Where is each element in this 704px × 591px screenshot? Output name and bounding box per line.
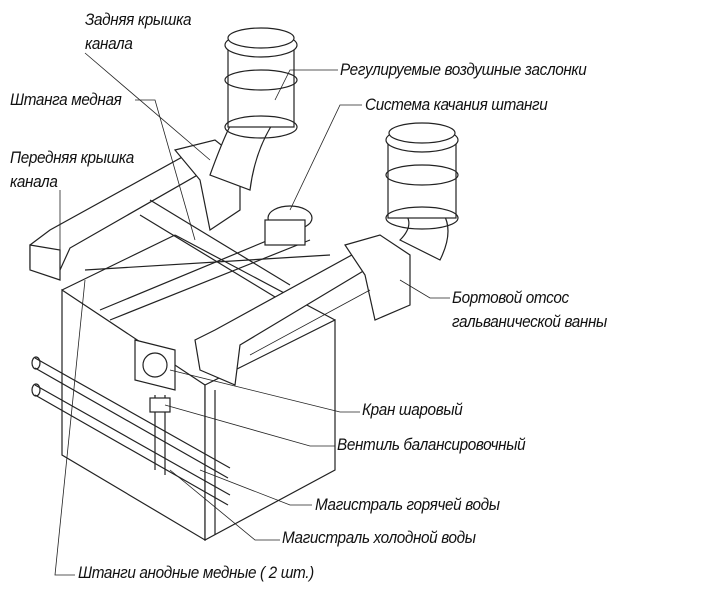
ball-valve [134,339,176,391]
label-copper-bar: Штанга медная [10,90,122,109]
label-side-exhaust-2: гальванической ванны [452,312,607,331]
leader-lines [54,52,450,576]
label-rear-cover: Задняя крышка [85,10,192,29]
label-anode-bars: Штанги анодные медные ( 2 шт.) [78,563,314,582]
label-front-cover: Передняя крышка [10,148,134,167]
label-air-dampers: Регулируемые воздушные заслонки [340,60,587,79]
left-air-damper [209,27,298,191]
right-air-damper [385,122,459,261]
label-swing-system: Система качания штанги [365,95,548,114]
label-hot-water-main: Магистраль горячей воды [315,495,500,514]
label-side-exhaust: Бортовой отсос [452,288,569,307]
water-pipes [31,356,231,506]
label-cold-water-main: Магистраль холодной воды [282,528,476,547]
label-front-cover-2: канала [10,172,58,191]
tank-body [61,234,336,542]
label-ball-valve: Кран шаровый [362,400,463,419]
swing-mechanism [264,205,313,246]
label-balancing-valve: Вентиль балансировочный [337,435,526,454]
label-rear-cover-2: канала [85,34,133,53]
right-exhaust-duct [194,234,411,386]
